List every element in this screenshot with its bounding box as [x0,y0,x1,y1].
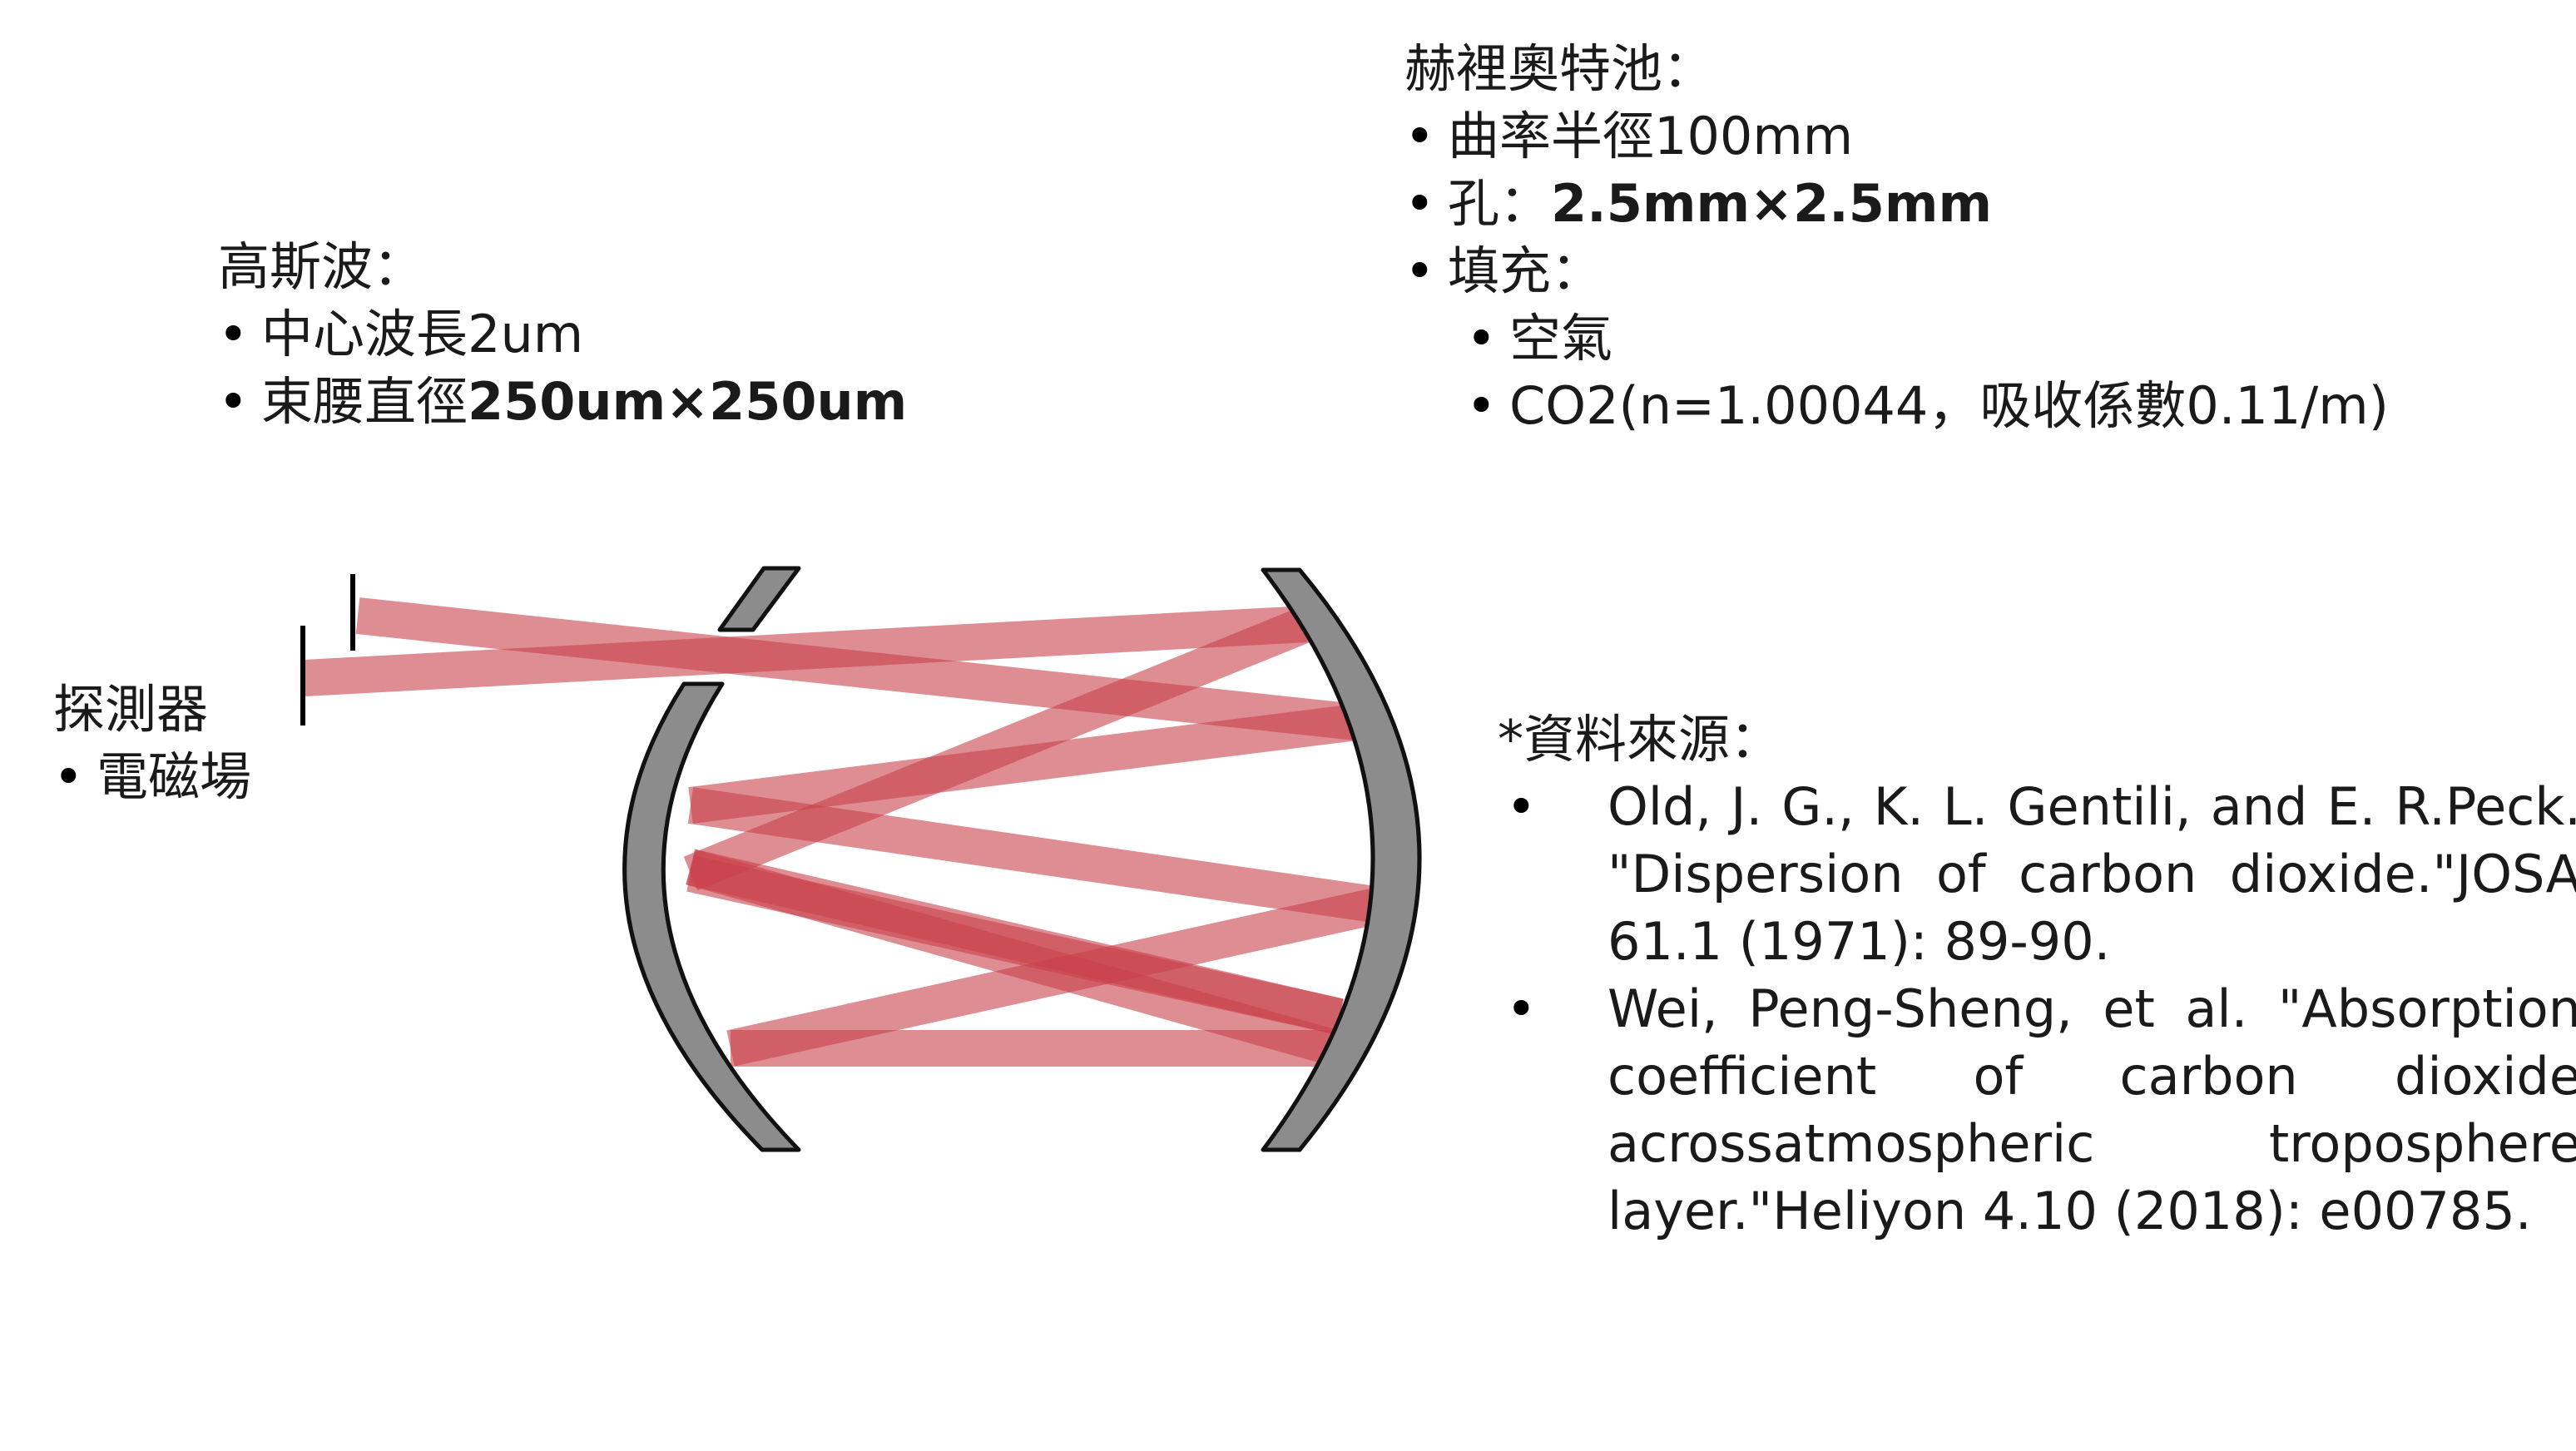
left-mirror-top [717,566,801,632]
reference-item: Wei, Peng-Sheng, et al. "Absorption coef… [1498,975,2576,1245]
herriott-cell-block: 赫裡奧特池： 曲率半徑100mm 孔：2.5mm×2.5mm 填充： 空氣 CO… [1404,35,2389,439]
gaussian-beam-item: 束腰直徑250um×250um [218,368,907,435]
gaussian-beam-block: 高斯波： 中心波長2um 束腰直徑250um×250um [218,233,907,435]
herriott-cell-title: 赫裡奧特池： [1404,38,1715,99]
beam-segment [303,606,1308,696]
beam-segment [355,597,1359,740]
gaussian-beam-item: 中心波長2um [218,300,907,368]
beam-segment [686,855,1344,1035]
detector-block: 探測器 電磁場 [53,676,251,810]
detector-title: 探測器 [53,679,209,740]
right-mirror [1261,567,1422,1152]
fill-item: 空氣 [1404,305,2389,372]
sources-block: *資料來源： Old, J. G., K. L. Gentili, and E.… [1498,706,2576,1245]
beam-paths [303,597,1384,1067]
herriott-cell-item: 填充： [1404,237,2389,305]
detector-item: 電磁場 [53,743,251,810]
beam-segment [683,607,1314,891]
reference-item: Old, J. G., K. L. Gentili, and E. R.Peck… [1498,773,2576,975]
left-mirror [622,681,801,1152]
beam-segment [688,704,1359,824]
gaussian-beam-title: 高斯波： [218,236,425,297]
herriott-cell-item: 曲率半徑100mm [1404,102,2389,170]
herriott-cell-item: 孔：2.5mm×2.5mm [1404,170,2389,237]
sources-title: *資料來源： [1498,709,1782,770]
fill-item: CO2(n=1.00044，吸收係數0.11/m) [1404,372,2389,439]
